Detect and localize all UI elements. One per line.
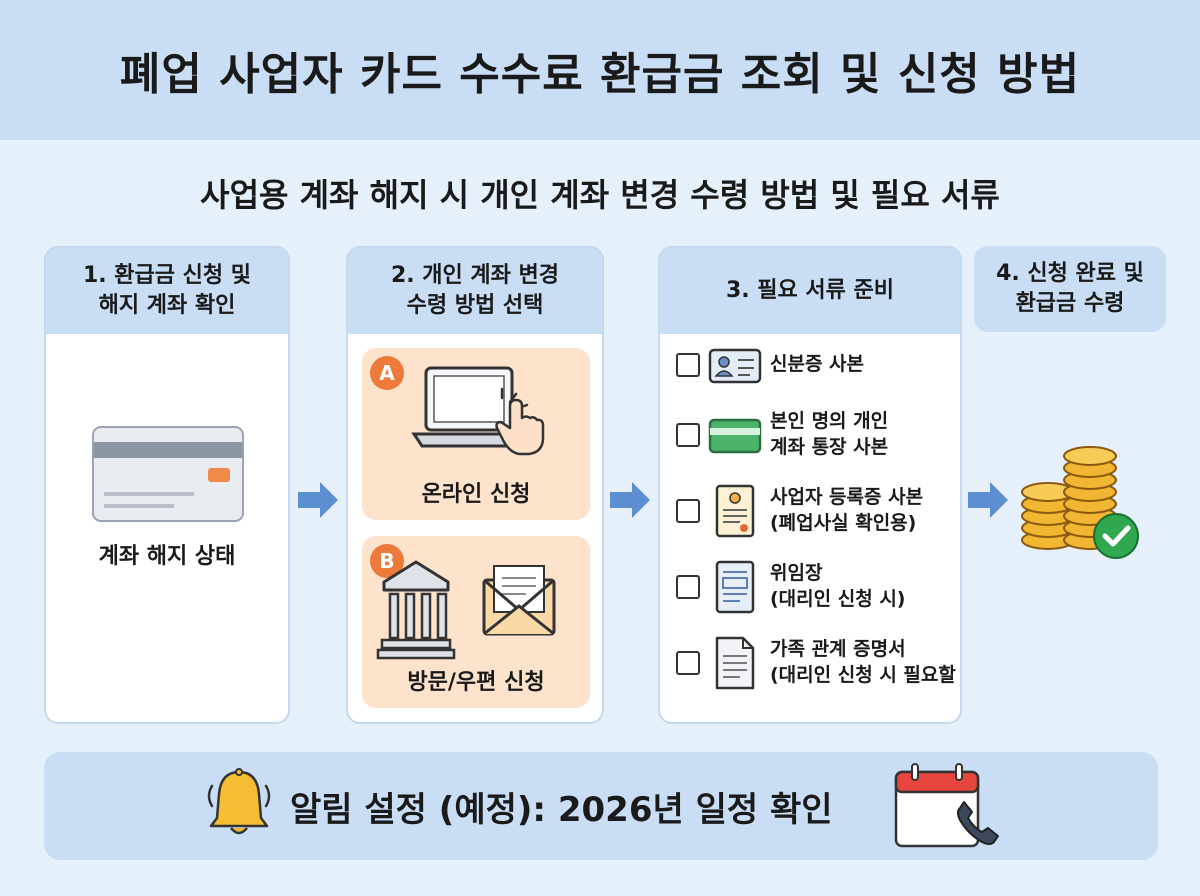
step-1-panel: 1. 환급금 신청 및 해지 계좌 확인 계좌 해지 상태 (44, 246, 290, 724)
option-online: A 온라인 신청 (362, 348, 590, 520)
document-line: 가족 관계 증명서 (770, 638, 906, 661)
notice-text: 알림 설정 (예정): 2026년 일정 확인 (290, 790, 833, 830)
step-2-header: 2. 개인 계좌 변경 수령 방법 선택 (348, 248, 602, 334)
document-checkbox[interactable] (676, 575, 700, 599)
step-2-header-line-1: 2. 개인 계좌 변경 (390, 263, 560, 289)
document-line: 본인 명의 개인 (770, 410, 889, 433)
form-icon (715, 560, 755, 614)
step-2-header-line-2: 수령 방법 선택 (406, 293, 544, 318)
document-item: 본인 명의 개인 계좌 통장 사본 (676, 408, 960, 462)
document-line: (대리인 신청 시 필요할 수 있음) (770, 664, 960, 686)
step-3-header: 3. 필요 서류 준비 (660, 248, 960, 334)
arrow-right-icon (610, 482, 650, 518)
document-item: 신분증 사본 (676, 338, 960, 392)
arrow-right-icon (968, 482, 1008, 518)
arrow-right-icon (298, 482, 338, 518)
document-line: (대리인 신청 시) (770, 588, 906, 610)
step-4-panel: 4. 신청 완료 및 환급금 수령 (974, 246, 1166, 332)
bankbook-icon (708, 418, 762, 454)
bell-icon (207, 768, 271, 835)
certificate-icon (715, 484, 755, 538)
step-4-header-line-1: 4. 신청 완료 및 (996, 261, 1144, 287)
document-line: 계좌 통장 사본 (770, 436, 889, 458)
document-checkbox[interactable] (676, 423, 700, 447)
account-closed-label: 계좌 해지 상태 (98, 544, 236, 569)
document-checkbox[interactable] (676, 651, 700, 675)
step-3-header-line-1: 3. 필요 서류 준비 (725, 278, 895, 304)
notice-bar: 알림 설정 (예정): 2026년 일정 확인 (44, 752, 1158, 860)
calendar-phone-icon (894, 763, 999, 848)
id-card-icon (708, 348, 762, 384)
step-2-panel: 2. 개인 계좌 변경 수령 방법 선택 A 온라인 신청 B (346, 246, 604, 724)
step-4-header: 4. 신청 완료 및 환급금 수령 (974, 246, 1166, 332)
step-4-header-line-2: 환급금 수령 (1015, 291, 1125, 316)
document-item: 가족 관계 증명서 (대리인 신청 시 필요할 수 있음) (676, 636, 960, 690)
step-1-header-line-1: 1. 환급금 신청 및 (82, 263, 252, 289)
document-item: 위임장 (대리인 신청 시) (676, 560, 960, 614)
step-1-header: 1. 환급금 신청 및 해지 계좌 확인 (46, 248, 288, 334)
coins-check-icon (1021, 446, 1139, 559)
option-online-label: 온라인 신청 (421, 482, 531, 507)
document-line: 위임장 (770, 562, 823, 585)
document-line: (폐업사실 확인용) (770, 512, 917, 534)
document-line: 신분증 사본 (770, 353, 865, 376)
subtitle: 사업용 계좌 해지 시 개인 계좌 변경 수령 방법 및 필요 서류 (200, 176, 1000, 214)
document-checkbox[interactable] (676, 353, 700, 377)
laptop-click-icon (411, 366, 545, 456)
credit-card-icon (92, 426, 244, 522)
page-title: 폐업 사업자 카드 수수료 환급금 조회 및 신청 방법 (119, 49, 1081, 100)
title-bar: 폐업 사업자 카드 수수료 환급금 조회 및 신청 방법 (0, 0, 1200, 140)
step-1-header-line-2: 해지 계좌 확인 (98, 293, 236, 318)
document-item: 사업자 등록증 사본 (폐업사실 확인용) (676, 484, 960, 538)
document-checkbox[interactable] (676, 499, 700, 523)
document-line: 사업자 등록증 사본 (770, 486, 924, 509)
option-visit-mail-label: 방문/우편 신청 (407, 670, 545, 695)
step-3-panel: 3. 필요 서류 준비 신분증 사본 본인 명의 개인 계좌 통장 사본 (658, 246, 962, 724)
option-visit-mail: B 방문/우편 신청 (362, 536, 590, 708)
option-a-badge: A (370, 356, 404, 390)
document-icon (715, 636, 755, 690)
bank-mail-icon (376, 560, 556, 660)
